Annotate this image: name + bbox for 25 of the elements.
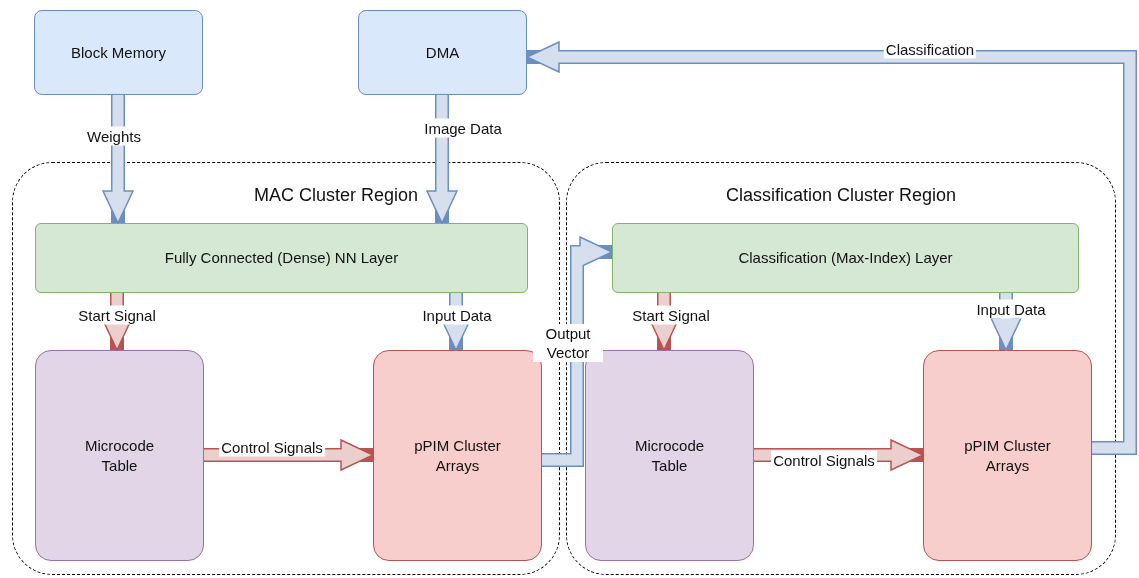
- layer-box: [612, 223, 1079, 293]
- layer-box: [35, 223, 528, 293]
- node-label: DMA: [425, 42, 460, 63]
- node-label: Microcode Table: [633, 435, 706, 476]
- edge-label: Control Signals: [771, 450, 877, 470]
- edge-label: Weights: [85, 126, 143, 146]
- region-title: Classification Cluster Region: [725, 185, 957, 205]
- memory-box: [34, 10, 203, 95]
- edge-label: Image Data: [422, 118, 504, 138]
- edge-label: Start Signal: [630, 305, 712, 325]
- array-box: [923, 350, 1092, 561]
- edge-label: Start Signal: [76, 305, 158, 325]
- edge-label: Output Vector: [533, 324, 603, 362]
- edge-label: Input Data: [420, 305, 494, 325]
- node-label: pPIM Cluster Arrays: [963, 435, 1052, 476]
- table-box: [35, 350, 204, 561]
- edge-label: Input Data: [974, 299, 1048, 319]
- node-label: Classification (Max-Index) Layer: [738, 248, 953, 268]
- dma-box: [358, 10, 527, 95]
- array-box: [373, 350, 542, 561]
- node-label: Microcode Table: [83, 435, 156, 476]
- node-label: Fully Connected (Dense) NN Layer: [164, 248, 399, 268]
- node-label: pPIM Cluster Arrays: [413, 435, 502, 476]
- region-title: MAC Cluster Region: [253, 185, 419, 205]
- node-label: Block Memory: [71, 42, 166, 63]
